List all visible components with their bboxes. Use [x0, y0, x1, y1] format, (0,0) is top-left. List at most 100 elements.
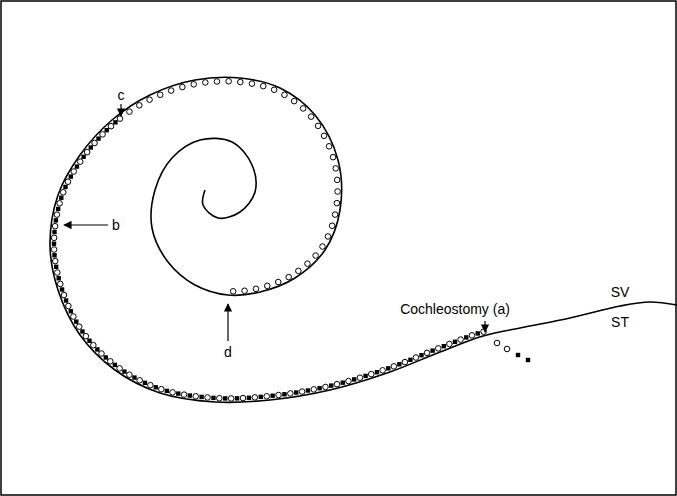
electrode-square — [87, 339, 91, 343]
electrode-circle — [333, 166, 339, 172]
electrode-circle — [402, 359, 408, 365]
electrode-square — [442, 344, 446, 348]
electrode-group — [51, 79, 530, 402]
electrode-circle — [494, 340, 500, 346]
leader-arrow — [64, 224, 108, 225]
electrode-circle — [180, 84, 186, 90]
electrode-circle — [311, 387, 317, 393]
electrode-square — [430, 348, 434, 352]
electrode-square — [188, 393, 192, 397]
electrode-square — [143, 381, 147, 385]
electrode-circle — [288, 391, 294, 397]
electrode-circle — [291, 98, 297, 104]
electrode-circle — [320, 244, 326, 250]
electrode-circle — [458, 337, 464, 343]
electrode-square — [64, 298, 68, 302]
electrode-square — [375, 370, 379, 374]
electrode-circle — [240, 395, 246, 401]
part-label: c — [117, 87, 126, 103]
electrode-circle — [217, 395, 223, 401]
electrode-circle — [326, 143, 332, 149]
electrode-circle — [264, 394, 270, 400]
cochlea-spiral — [50, 77, 677, 402]
electrode-square — [235, 396, 239, 400]
electrode-circle — [323, 384, 329, 390]
electrode-square — [165, 389, 169, 393]
electrode-circle — [242, 288, 248, 294]
electrode-circle — [77, 159, 83, 165]
electrode-square — [408, 358, 412, 362]
electrode-circle — [469, 333, 475, 339]
electrode-circle — [136, 103, 142, 109]
electrode-square — [113, 363, 117, 367]
electrode-circle — [57, 281, 63, 287]
electrode-circle — [321, 133, 327, 139]
electrode-circle — [117, 366, 123, 372]
electrode-square — [56, 276, 60, 280]
electrode-circle — [334, 200, 340, 206]
electrode-circle — [252, 395, 258, 401]
electrode-circle — [157, 92, 163, 98]
electrode-circle — [226, 79, 232, 85]
electrode-square — [122, 369, 126, 373]
electrode-square — [132, 375, 136, 379]
electrode-circle — [435, 346, 441, 352]
electrode-square — [56, 207, 60, 211]
electrode-circle — [334, 177, 340, 183]
electrode-square — [105, 128, 109, 132]
electrode-circle — [91, 342, 97, 348]
electrode-circle — [76, 324, 82, 330]
electrode-circle — [413, 355, 419, 361]
electrode-circle — [286, 274, 292, 280]
electrode-square — [74, 319, 78, 323]
electrode-circle — [325, 234, 331, 240]
electrode-circle — [276, 392, 282, 398]
electrode-circle — [65, 179, 71, 185]
electrode-square — [259, 395, 263, 399]
electrode-square — [341, 380, 345, 384]
electrode-circle — [205, 395, 211, 401]
electrode-circle — [52, 223, 58, 229]
electrode-circle — [346, 378, 352, 384]
electrode-circle — [313, 253, 319, 259]
electrode-square — [294, 390, 298, 394]
part-label: Cochleostomy (a) — [399, 301, 511, 317]
electrode-square — [317, 386, 321, 390]
electrode-circle — [357, 375, 363, 381]
electrode-circle — [504, 346, 510, 352]
electrode-circle — [368, 371, 374, 377]
electrode-circle — [334, 381, 340, 387]
electrode-square — [154, 385, 158, 389]
electrode-circle — [282, 92, 288, 98]
electrode-circle — [84, 149, 90, 155]
leader-arrow — [227, 304, 228, 341]
electrode-square — [199, 395, 203, 399]
electrode-square — [453, 340, 457, 344]
electrode-circle — [202, 80, 208, 86]
electrode-square — [69, 309, 73, 313]
electrode-circle — [83, 333, 89, 339]
electrode-square — [54, 265, 58, 269]
electrode-square — [63, 185, 67, 189]
spiral-group — [50, 77, 677, 402]
electrode-circle — [66, 303, 72, 309]
electrode-circle — [230, 289, 236, 295]
electrode-circle — [391, 364, 397, 370]
electrode-square — [176, 391, 180, 395]
electrode-circle — [51, 247, 57, 253]
electrode-circle — [305, 261, 311, 267]
electrode-circle — [296, 268, 302, 274]
leader-arrow — [120, 104, 121, 116]
electrode-circle — [238, 79, 244, 85]
electrode-square — [247, 396, 251, 400]
part-label: d — [223, 344, 233, 360]
electrode-circle — [55, 270, 61, 276]
electrode-circle — [380, 368, 386, 374]
electrode-circle — [170, 390, 176, 396]
electrode-circle — [329, 223, 335, 229]
part-label: b — [111, 217, 121, 233]
electrode-circle — [264, 283, 270, 289]
electrode-square — [329, 383, 333, 387]
electrode-circle — [52, 258, 58, 264]
electrode-circle — [51, 235, 57, 241]
